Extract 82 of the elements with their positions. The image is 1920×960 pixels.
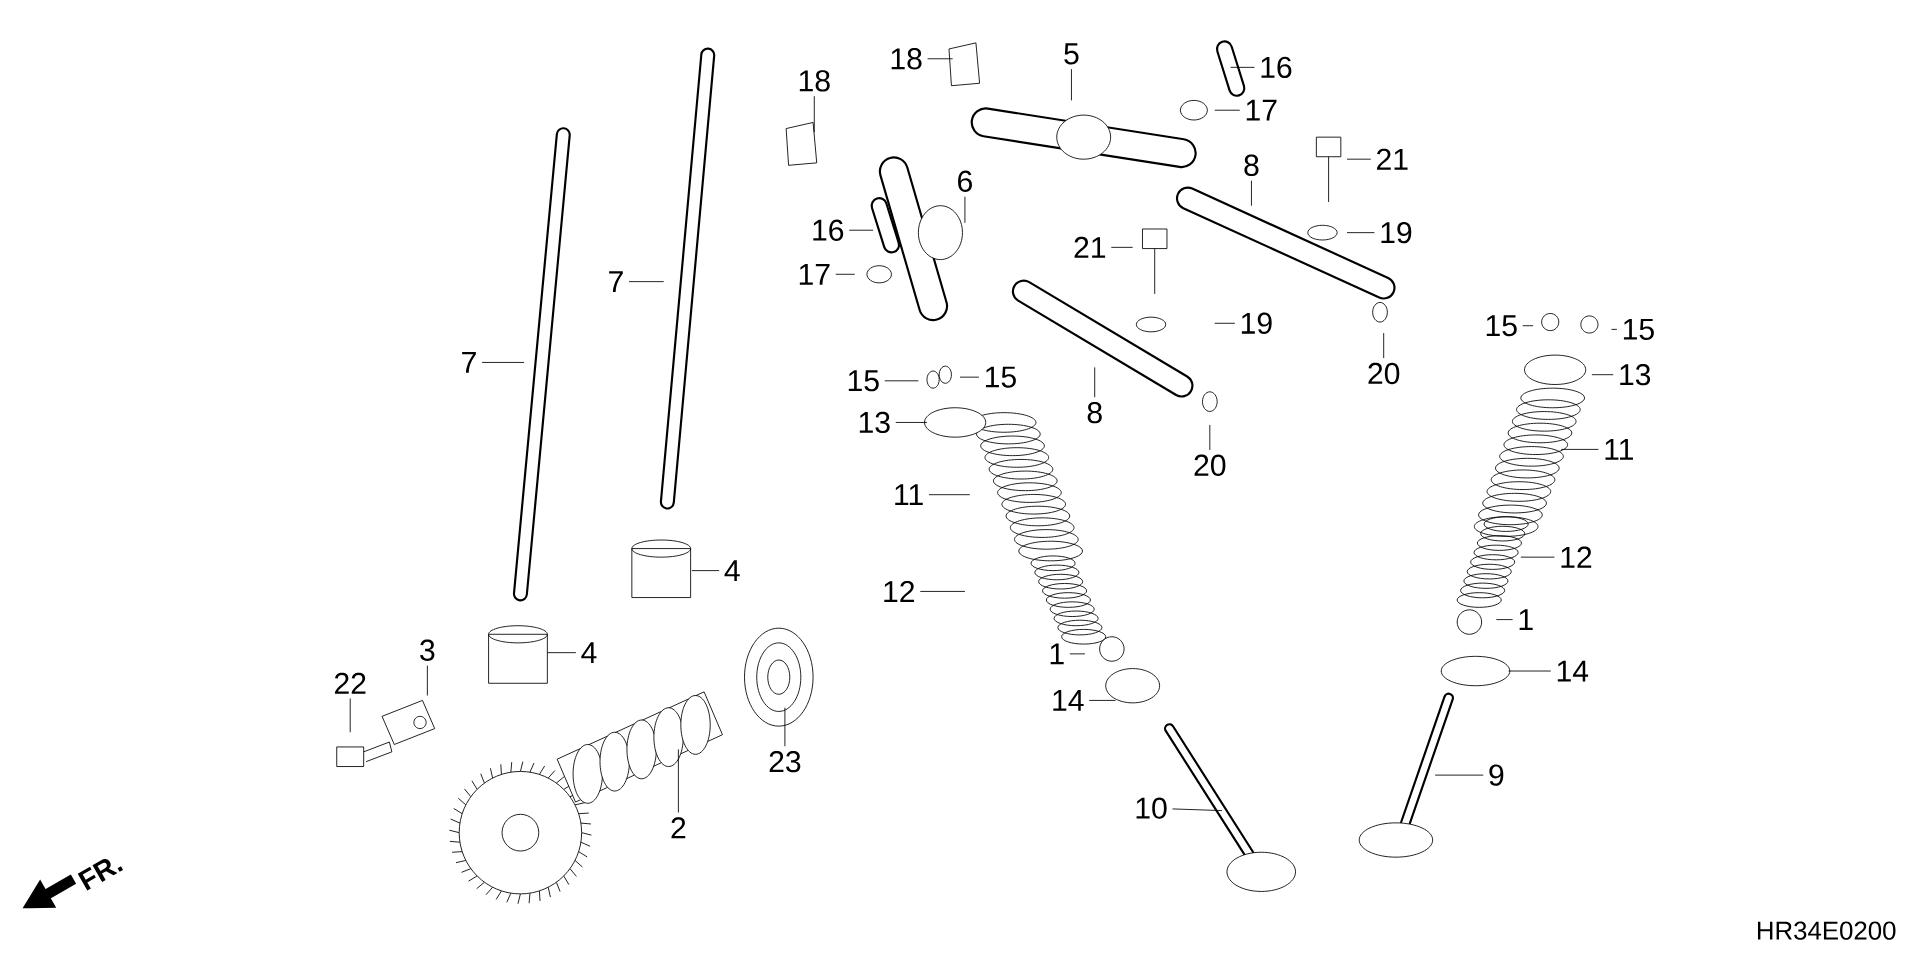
leader-line	[848, 229, 874, 231]
callout-number: 11	[1605, 439, 1633, 460]
leader-line	[1591, 374, 1614, 376]
callout-number: 19	[1381, 221, 1412, 244]
callout-number: 14	[1053, 690, 1084, 711]
callout-number: 18	[799, 70, 830, 92]
leader-line	[1495, 619, 1514, 621]
callout-number: 14	[1557, 660, 1589, 682]
callout-number: 12	[884, 580, 915, 602]
leader-line	[481, 362, 525, 363]
callout-number: 17	[1246, 99, 1277, 121]
callout-number: 5	[1064, 43, 1079, 65]
leader-line	[691, 570, 720, 572]
leader-line	[1560, 448, 1599, 450]
leader-line	[1230, 66, 1255, 68]
callout-number: 21	[1377, 148, 1408, 170]
leader-line	[1172, 808, 1223, 812]
direction-label: FR.	[77, 859, 124, 891]
leader-line	[677, 748, 679, 813]
callout-number: 15	[1486, 315, 1517, 337]
callout-number: 15	[1623, 318, 1654, 340]
callout-number: 15	[848, 370, 879, 392]
leader-line	[928, 494, 971, 496]
leader-line	[919, 591, 966, 592]
callout-number: 4	[724, 560, 740, 581]
callout-number: 11	[895, 484, 923, 506]
leader-line	[927, 58, 954, 60]
leader-line	[835, 273, 856, 275]
leader-line	[1214, 109, 1241, 111]
leader-line	[964, 196, 966, 224]
callout-number: 2	[671, 817, 686, 839]
callout-number: 17	[799, 263, 830, 285]
leader-line	[349, 698, 351, 733]
callout-number: 22	[335, 672, 366, 694]
callout-number: 16	[813, 219, 844, 241]
leader-line	[1522, 325, 1534, 327]
leader-line	[1611, 328, 1618, 330]
callout-number: 3	[420, 639, 435, 661]
leader-line	[959, 376, 980, 378]
callout-number: 1	[1050, 643, 1064, 665]
leader-line	[1094, 366, 1096, 398]
leader-line	[1209, 424, 1211, 451]
callout-number: 15	[985, 366, 1016, 388]
leader-line	[813, 95, 815, 133]
callout-number: 13	[859, 411, 890, 434]
callout-number: 16	[1261, 56, 1292, 78]
callout-number: 1	[1519, 609, 1533, 630]
callout-number: 6	[958, 170, 972, 192]
leader-line	[884, 380, 919, 382]
leader-line	[1346, 232, 1375, 234]
leader-line	[895, 422, 928, 423]
leader-line	[1434, 774, 1484, 776]
leader-line	[1069, 653, 1086, 655]
callout-number: 4	[581, 642, 597, 663]
leader-line	[1383, 332, 1385, 359]
callout-number: 18	[891, 48, 922, 70]
leader-line	[1251, 180, 1252, 207]
callout-number: 13	[1620, 364, 1651, 386]
leader-line	[1508, 670, 1552, 672]
leader-line	[628, 281, 665, 283]
leader-line	[784, 707, 786, 747]
drawing-code: HR34E0200	[1758, 921, 1896, 940]
leader-line	[1346, 158, 1372, 160]
leader-line	[1214, 322, 1236, 324]
callout-number: 20	[1368, 362, 1400, 385]
leader-line	[1110, 246, 1134, 248]
leader-line	[546, 652, 577, 654]
leader-line	[1520, 556, 1555, 558]
callout-number: 9	[1489, 764, 1504, 786]
callout-number: 21	[1074, 236, 1106, 258]
callout-number: 23	[769, 750, 801, 773]
leader-line	[426, 665, 428, 696]
callout-number: 8	[1087, 401, 1102, 424]
callout-number: 8	[1244, 154, 1259, 176]
callout-number: 12	[1561, 546, 1592, 568]
leader-line	[1071, 68, 1072, 101]
callout-number: 19	[1241, 312, 1272, 334]
leader-line	[1088, 700, 1116, 701]
callout-number: 7	[609, 271, 623, 292]
callout-number: 10	[1136, 797, 1167, 819]
callout-number: 20	[1194, 454, 1226, 476]
callout-number: 7	[462, 352, 476, 373]
